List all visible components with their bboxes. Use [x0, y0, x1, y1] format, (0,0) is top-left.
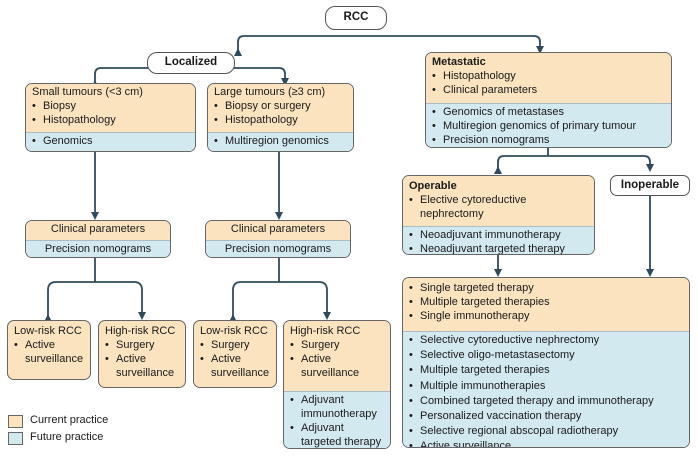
inoperable-label: Inoperable — [620, 179, 680, 191]
small-tumours-title: Small tumours (<3 cm) — [32, 86, 143, 98]
rcc-root-node: RCC — [325, 6, 387, 30]
large-high-risk-future-item: Adjuvant targeted therapy — [290, 421, 384, 448]
metastatic-future-item: Genomics of metastases — [432, 105, 665, 119]
small-low-risk-item: Active surveillance — [14, 338, 84, 366]
treatment-future-item: Active surveillance — [409, 439, 683, 447]
inoperable-node: Inoperable — [610, 175, 690, 196]
localized-label: Localized — [164, 56, 218, 68]
treatment-future-item: Multiple immunotherapies — [409, 379, 683, 394]
large-clinical-box: Clinical parameters Precision nomograms — [205, 220, 351, 258]
small-current-item: Histopathology — [32, 113, 189, 127]
large-high-risk-title: High-risk RCC — [290, 325, 361, 337]
large-risk-connector — [232, 281, 331, 320]
small-tumours-future: Genomics — [26, 132, 195, 151]
small-risk-connector — [47, 281, 146, 320]
large-clinical-label: Clinical parameters — [230, 223, 326, 235]
localized-node: Localized — [147, 52, 235, 74]
small-high-risk-item: Surgery — [105, 338, 179, 352]
treatment-future: Selective cytoreductive nephrectomy Sele… — [403, 331, 689, 447]
small-high-risk-item: Active surveillance — [105, 352, 179, 380]
small-low-risk-box: Low-risk RCC Active surveillance — [7, 320, 91, 380]
operable-current: Operable Elective cytoreductive nephrect… — [403, 176, 594, 226]
treatment-current: Single targeted therapy Multiple targete… — [403, 278, 689, 331]
large-high-risk-item: Surgery — [290, 338, 384, 352]
operable-current-item: Elective cytoreductive nephrectomy — [409, 193, 588, 221]
large-low-risk-title: Low-risk RCC — [200, 325, 268, 337]
large-low-risk-box: Low-risk RCC Surgery Active surveillance — [193, 320, 277, 388]
legend-future-label: Future practice — [30, 431, 104, 443]
metastatic-treatment-box: Single targeted therapy Multiple targete… — [402, 277, 690, 448]
metastatic-title: Metastatic — [432, 56, 486, 68]
large-clinical-current: Clinical parameters — [206, 221, 350, 240]
small-high-risk-box: High-risk RCC Surgery Active surveillanc… — [98, 320, 186, 388]
legend-future-swatch — [8, 432, 23, 445]
metastatic-current-item: Clinical parameters — [432, 83, 665, 97]
treatment-current-item: Multiple targeted therapies — [409, 295, 683, 309]
treatment-future-item: Combined targeted therapy and immunother… — [409, 394, 683, 409]
operable-title: Operable — [409, 180, 457, 192]
legend-current-swatch — [8, 415, 23, 428]
treatment-future-item: Personalized vaccination therapy — [409, 409, 683, 424]
operable-box: Operable Elective cytoreductive nephrect… — [402, 175, 595, 255]
metastatic-current-item: Histopathology — [432, 69, 665, 83]
large-high-risk-item: Active surveillance — [290, 352, 384, 380]
metastatic-future: Genomics of metastases Multiregion genom… — [426, 103, 671, 147]
small-nomograms-label: Precision nomograms — [44, 243, 152, 255]
small-high-risk-title: High-risk RCC — [105, 325, 176, 337]
large-high-risk-future: Adjuvant immunotherapy Adjuvant targeted… — [284, 391, 390, 448]
large-low-risk-item: Active surveillance — [200, 352, 270, 380]
metastatic-box: Metastatic Histopathology Clinical param… — [425, 52, 672, 148]
metastatic-future-item: Precision nomograms — [432, 133, 665, 147]
small-clinical-current: Clinical parameters — [26, 221, 170, 240]
rcc-label: RCC — [343, 11, 369, 23]
treatment-current-item: Single targeted therapy — [409, 281, 683, 295]
small-tumours-current: Small tumours (<3 cm) Biopsy Histopathol… — [26, 84, 195, 132]
large-high-risk-current: High-risk RCC Surgery Active surveillanc… — [284, 321, 390, 391]
large-current-item: Histopathology — [214, 113, 347, 127]
metastatic-current: Metastatic Histopathology Clinical param… — [426, 53, 671, 103]
small-clinical-box: Clinical parameters Precision nomograms — [25, 220, 171, 258]
treatment-future-item: Selective cytoreductive nephrectomy — [409, 333, 683, 348]
large-high-risk-future-item: Adjuvant immunotherapy — [290, 393, 384, 421]
operable-future-item: Neoadjuvant targeted therapy — [409, 242, 588, 254]
treatment-future-item: Multiple targeted therapies — [409, 363, 683, 378]
large-future-item: Multiregion genomics — [214, 134, 347, 148]
operable-future: Neoadjuvant immunotherapy Neoadjuvant ta… — [403, 226, 594, 254]
treatment-future-item: Selective regional abscopal radiotherapy — [409, 424, 683, 439]
legend-current-label: Current practice — [30, 414, 109, 426]
large-tumours-title: Large tumours (≥3 cm) — [214, 86, 326, 98]
treatment-future-item: Selective oligo-metastasectomy — [409, 348, 683, 363]
small-clinical-future: Precision nomograms — [26, 240, 170, 257]
small-tumours-box: Small tumours (<3 cm) Biopsy Histopathol… — [25, 83, 196, 152]
small-low-risk-title: Low-risk RCC — [14, 325, 82, 337]
metastatic-connector — [497, 155, 654, 172]
treatment-current-item: Single immunotherapy — [409, 309, 683, 323]
operable-future-item: Neoadjuvant immunotherapy — [409, 228, 588, 242]
root-connector — [237, 35, 544, 54]
large-low-risk-item: Surgery — [200, 338, 270, 352]
small-future-item: Genomics — [32, 134, 189, 148]
large-tumours-current: Large tumours (≥3 cm) Biopsy or surgery … — [208, 84, 353, 132]
metastatic-future-item: Multiregion genomics of primary tumour — [432, 119, 665, 133]
large-high-risk-box: High-risk RCC Surgery Active surveillanc… — [283, 320, 391, 449]
large-tumours-box: Large tumours (≥3 cm) Biopsy or surgery … — [207, 83, 354, 152]
large-nomograms-label: Precision nomograms — [224, 243, 332, 255]
large-tumours-future: Multiregion genomics — [208, 132, 353, 151]
large-clinical-future: Precision nomograms — [206, 240, 350, 257]
small-current-item: Biopsy — [32, 99, 189, 113]
large-current-item: Biopsy or surgery — [214, 99, 347, 113]
small-clinical-label: Clinical parameters — [50, 223, 146, 235]
